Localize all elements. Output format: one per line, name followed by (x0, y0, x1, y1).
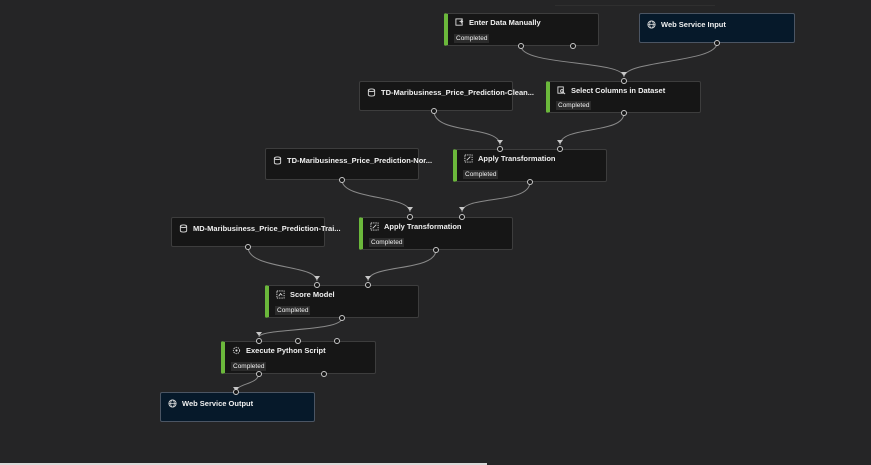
wire-arrow (459, 207, 465, 211)
wire-score-to-python (258, 317, 343, 338)
output-port[interactable] (621, 110, 627, 116)
input-port[interactable] (407, 214, 413, 220)
wire-apply2-to-score (367, 249, 437, 282)
output-port[interactable] (518, 43, 524, 49)
wire-mdtrai-to-score (247, 246, 318, 282)
node-apply-transformation-1[interactable]: Apply Transformation Completed (453, 149, 607, 182)
wire-arrow (365, 276, 371, 280)
input-port[interactable] (497, 146, 503, 152)
status-badge: Completed (463, 170, 499, 179)
horizontal-scrollbar[interactable] (0, 463, 487, 465)
input-port[interactable] (334, 338, 340, 344)
wire-arrow (314, 276, 320, 280)
input-port[interactable] (621, 78, 627, 84)
node-score-model[interactable]: Score Model Completed (265, 285, 419, 318)
output-port[interactable] (245, 244, 251, 250)
node-execute-python-script[interactable]: Execute Python Script Completed (221, 341, 376, 374)
node-web-service-input[interactable]: Web Service Input (639, 13, 795, 43)
output-port[interactable] (339, 177, 345, 183)
input-port[interactable] (233, 389, 239, 395)
node-title: MD-Maribusiness_Price_Prediction-Trai... (193, 224, 341, 233)
input-port[interactable] (295, 338, 301, 344)
output-port[interactable] (527, 179, 533, 185)
output-port[interactable] (433, 247, 439, 253)
divider (555, 5, 715, 6)
status-badge: Completed (231, 362, 267, 371)
input-port[interactable] (256, 338, 262, 344)
node-apply-transformation-2[interactable]: Apply Transformation Completed (359, 217, 513, 250)
wire-apply1-to-apply2 (461, 181, 531, 213)
output-port[interactable] (570, 43, 576, 49)
wire-tdclean-to-apply1 (433, 110, 501, 146)
input-port[interactable] (557, 146, 563, 152)
enter-data-icon (455, 18, 464, 27)
dataset-icon (367, 88, 376, 97)
node-dataset-md-trai[interactable]: MD-Maribusiness_Price_Prediction-Trai... (171, 217, 341, 247)
output-port[interactable] (431, 108, 437, 114)
wire-tdnor-to-apply2 (341, 179, 411, 213)
node-select-columns-in-dataset[interactable]: Select Columns in Dataset Completed (546, 81, 701, 113)
node-title: Apply Transformation (384, 222, 462, 231)
wire-arrow (621, 72, 627, 76)
node-title: Score Model (290, 290, 335, 299)
wire-arrow (557, 140, 563, 144)
node-title: Web Service Output (182, 399, 254, 408)
wire-webinput-to-select (623, 42, 718, 78)
wire-select-to-apply1 (559, 112, 625, 146)
node-title: Apply Transformation (478, 154, 556, 163)
status-badge: Completed (454, 34, 490, 43)
output-port[interactable] (321, 371, 327, 377)
input-port[interactable] (314, 282, 320, 288)
globe-icon (168, 399, 177, 408)
node-web-service-output[interactable]: Web Service Output (160, 392, 315, 422)
node-title: TD-Maribusiness_Price_Prediction-Nor... (287, 156, 433, 165)
dataset-icon (273, 156, 282, 165)
node-dataset-td-nor[interactable]: TD-Maribusiness_Price_Prediction-Nor... (265, 148, 432, 180)
output-port[interactable] (339, 315, 345, 321)
wire-python-to-output (235, 372, 260, 393)
wire-enter-to-select (520, 45, 625, 78)
dataset-icon (179, 224, 188, 233)
status-badge: Completed (275, 306, 311, 315)
node-title: Enter Data Manually (469, 18, 541, 27)
transform-icon (464, 154, 473, 163)
node-title: Select Columns in Dataset (571, 86, 666, 95)
transform-icon (370, 222, 379, 231)
node-title: Web Service Input (661, 20, 726, 29)
wire-arrow (256, 332, 262, 336)
select-columns-icon (557, 86, 566, 95)
python-icon (232, 346, 241, 355)
score-icon (276, 290, 285, 299)
output-port[interactable] (714, 40, 720, 46)
node-title: TD-Maribusiness_Price_Prediction-Clean..… (381, 88, 534, 97)
wire-arrow (497, 140, 503, 144)
input-port[interactable] (459, 214, 465, 220)
status-badge: Completed (369, 238, 405, 247)
status-badge: Completed (556, 101, 592, 110)
wire-arrow (407, 207, 413, 211)
input-port[interactable] (365, 282, 371, 288)
globe-icon (647, 20, 656, 29)
output-port[interactable] (256, 371, 262, 377)
node-title: Execute Python Script (246, 346, 326, 355)
node-dataset-td-clean[interactable]: TD-Maribusiness_Price_Prediction-Clean..… (359, 81, 534, 111)
node-enter-data-manually[interactable]: Enter Data Manually Completed (444, 13, 599, 46)
